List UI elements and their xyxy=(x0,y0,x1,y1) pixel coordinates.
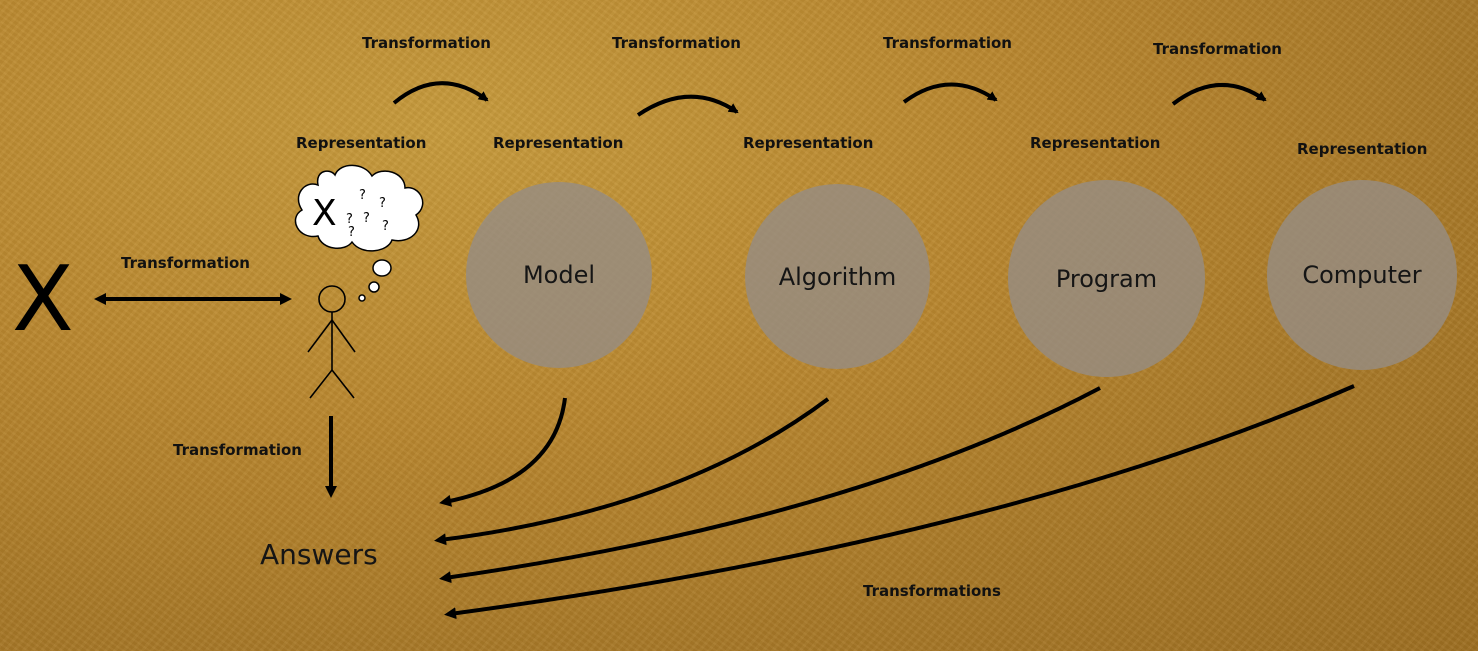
question-mark: ? xyxy=(363,211,370,226)
person-figure xyxy=(307,285,356,399)
representation-label-1: Representation xyxy=(296,134,427,152)
answers-label: Answers xyxy=(260,538,378,571)
computer-to-answers-arrow xyxy=(444,384,1355,620)
question-mark: ? xyxy=(382,219,389,234)
algorithm-to-answers-arrow xyxy=(434,397,830,546)
transformations-label: Transformations xyxy=(863,582,1001,600)
program-node: Program xyxy=(1008,180,1205,377)
thought-x: X xyxy=(312,193,337,234)
top-arrow-3 xyxy=(902,82,998,104)
algorithm-label: Algorithm xyxy=(778,262,897,291)
algorithm-node: Algorithm xyxy=(745,184,930,369)
program-to-answers-arrow xyxy=(439,386,1101,584)
representation-label-4: Representation xyxy=(1030,134,1161,152)
computer-label: Computer xyxy=(1302,261,1422,289)
subject-transformation-label: Transformation xyxy=(121,254,250,272)
subject-x: X xyxy=(12,247,74,352)
transformation-label-4: Transformation xyxy=(1153,40,1282,58)
top-arrow-2 xyxy=(636,94,739,117)
question-mark: ? xyxy=(348,225,355,240)
down-transformation-label: Transformation xyxy=(173,441,302,459)
question-mark: ? xyxy=(379,196,386,211)
model-label: Model xyxy=(522,261,596,289)
model-to-answers-arrow xyxy=(439,397,567,507)
top-arrow-1 xyxy=(392,81,489,105)
representation-label-3: Representation xyxy=(743,134,874,152)
representation-label-2: Representation xyxy=(493,134,624,152)
representation-label-5: Representation xyxy=(1297,140,1428,158)
program-label: Program xyxy=(1055,264,1158,293)
computer-node: Computer xyxy=(1267,180,1457,370)
question-marks: ? ? ? ? ? ? xyxy=(346,188,389,240)
thought-bubble xyxy=(294,164,424,302)
question-mark: ? xyxy=(346,212,353,227)
transformation-label-2: Transformation xyxy=(612,34,741,52)
transformation-label-1: Transformation xyxy=(362,34,491,52)
transformation-label-3: Transformation xyxy=(883,34,1012,52)
top-arrow-4 xyxy=(1171,82,1267,106)
question-mark: ? xyxy=(359,188,366,203)
model-node: Model xyxy=(466,182,652,368)
